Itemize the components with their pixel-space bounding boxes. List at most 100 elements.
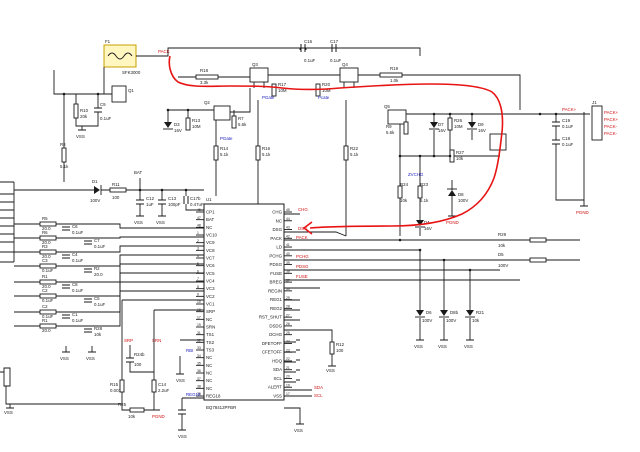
u1-left-pin-name: VC8 xyxy=(206,248,215,253)
u1-right-pin-number: 25 xyxy=(286,331,290,335)
ic-u1[interactable]: U1 BQ78412PFBR xyxy=(203,197,285,410)
resistor-r13[interactable]: R13 10M xyxy=(185,117,201,131)
d9-value: 16V xyxy=(478,128,486,133)
u1-right-pin-number: 26 xyxy=(286,322,290,326)
q1-ref: Q1 xyxy=(128,88,134,93)
u1-right-pin-name: CHG xyxy=(272,210,282,215)
cell-cap-ref: C1 xyxy=(72,312,78,317)
resistor-r12[interactable]: R15 0.001 xyxy=(110,379,125,393)
r21-value: 100 xyxy=(336,348,344,353)
resistor-r10[interactable]: R10 20k xyxy=(73,103,89,119)
connector-j1[interactable]: J1 PACK+ PACK+ PACK- PACK- xyxy=(591,100,619,141)
mosfet-q4[interactable]: Q4 xyxy=(339,62,359,88)
u1-left-pin-name: TS1 xyxy=(206,332,215,337)
resistor-r14[interactable]: R14 5.1k xyxy=(213,145,229,161)
mosfet-q2[interactable]: Q2 xyxy=(204,100,231,121)
cell-cap-ref: R28 xyxy=(94,326,103,331)
cell-resistor[interactable] xyxy=(39,279,57,285)
mosfet-q3[interactable]: Q3 xyxy=(249,62,269,88)
zener-d9[interactable]: D9 16V xyxy=(467,122,486,133)
zener-d6[interactable]: D8b 100V xyxy=(439,310,459,323)
cell-resistor-value: 20.0 xyxy=(42,226,51,231)
fuse-f1[interactable]: F1 SFK3000 xyxy=(103,39,141,75)
vss-ground-bat: VSS VSS xyxy=(134,214,166,225)
zener-d7[interactable]: D7 16V xyxy=(429,122,446,133)
capacitor-c9[interactable]: C9 0.1uF xyxy=(94,102,112,121)
u1-right-pin-name: PDSG xyxy=(270,262,283,267)
resistor-r24b[interactable]: C14 2.2uF xyxy=(151,379,170,393)
cell-resistor[interactable] xyxy=(39,221,57,227)
cell-resistor[interactable] xyxy=(39,249,57,255)
capacitor-c10[interactable]: R24b 100 xyxy=(126,352,145,367)
mosfet-q5[interactable]: Q5 xyxy=(384,104,407,125)
zener-d8b[interactable]: R21 10k xyxy=(465,310,485,323)
capacitor-c16[interactable]: C16 0.1uF xyxy=(299,39,316,63)
d6-value: 100V xyxy=(446,318,456,323)
q4-ref: Q4 xyxy=(342,62,348,67)
r19-value: 1.0k xyxy=(390,78,399,83)
r11-ref: R11 xyxy=(112,182,120,187)
vss-label-ts: VSS xyxy=(176,378,185,383)
u1-right-pin-name: SCL xyxy=(273,376,282,381)
resistor-r17[interactable]: R17 10M xyxy=(271,82,287,97)
u1-left-pin-number: 8 xyxy=(197,285,199,289)
capacitor-c18[interactable]: C18 0.1uF xyxy=(552,136,574,147)
r22-ref: R22 xyxy=(350,146,359,151)
resistor-r18[interactable]: R18 3.3k xyxy=(195,68,219,85)
cell-cap-value: 0.1uF xyxy=(72,288,84,293)
r24b-value: 2.2uF xyxy=(158,388,170,393)
capacitor-c17[interactable]: C17 0.1uF xyxy=(330,39,342,63)
cell-resistor[interactable] xyxy=(39,235,57,241)
vss-label-left: VSS xyxy=(76,134,85,139)
zener-d3[interactable]: D3 16V xyxy=(163,122,182,133)
capacitor-c12[interactable]: C12 1uF xyxy=(136,196,155,207)
mosfet-q1[interactable]: Q1 xyxy=(111,85,134,103)
vss-label-bat-b: VSS xyxy=(156,220,165,225)
cell-resistor[interactable] xyxy=(39,309,57,315)
zener-d8[interactable]: D8 100V xyxy=(447,188,468,203)
resistor-r7[interactable]: R7 5.6k xyxy=(231,115,247,129)
diode-d1[interactable]: D1 100V xyxy=(90,179,102,203)
resistor-r8[interactable]: R8 5.1k xyxy=(60,142,69,169)
cell-resistor[interactable] xyxy=(39,323,57,329)
resistor-r26[interactable]: R26 10M xyxy=(447,117,463,131)
q2-ref: Q2 xyxy=(204,100,210,105)
r13-value: 10M xyxy=(192,124,201,129)
resistor-r9[interactable]: R9 5.6k xyxy=(386,121,409,135)
resistor-r21[interactable]: R12 100 xyxy=(329,341,345,355)
d3-ref: D3 xyxy=(174,122,180,127)
u1-left-pin-number: 3 xyxy=(197,247,199,251)
cell-resistor[interactable] xyxy=(39,293,57,299)
capacitor-c19[interactable]: C19 0.1uF xyxy=(552,118,574,129)
resistor-r22[interactable]: R22 5.1k xyxy=(343,145,359,161)
resistor-r19[interactable]: R19 1.0k xyxy=(379,66,403,83)
cell-resistor[interactable] xyxy=(39,263,57,269)
zener-d4[interactable]: D4 16V xyxy=(415,220,432,231)
mosfet-q6[interactable] xyxy=(489,133,507,151)
u1-right-pin-number: 43 xyxy=(286,226,290,230)
resistor-r11[interactable]: R11 100 xyxy=(109,182,127,200)
u1-left-pin-name: VC4 xyxy=(206,279,215,284)
u1-left-pin-number: 31 xyxy=(197,331,201,335)
u1-right-pin-name: HDQ xyxy=(272,358,282,363)
d8b-ref: R21 xyxy=(476,310,485,315)
c19-value: 0.1uF xyxy=(562,124,574,129)
r27-value: 10k xyxy=(456,156,464,161)
pcate-net-label: Pcate xyxy=(318,95,330,100)
u1-right-pin-name: RST_SHUT xyxy=(259,315,282,320)
pgate-net-label: PGate xyxy=(262,95,275,100)
zener-d5[interactable]: D6 100V xyxy=(415,310,432,323)
u1-right-pin-number: 45 xyxy=(286,208,290,212)
u1-left-pin-name: NC xyxy=(206,225,212,230)
u1-left-pin-number: 17 xyxy=(197,316,201,320)
r20-value: 10M xyxy=(322,88,331,93)
resistor-r16[interactable]: R16 5.1k xyxy=(255,145,271,161)
u1-right-pin-name: DSG xyxy=(272,227,282,232)
capacitor-c13[interactable]: C13 100pF xyxy=(158,196,181,207)
u1-right-pin-name: PACK xyxy=(270,236,282,241)
resistor-r27[interactable]: R27 10k xyxy=(449,149,465,163)
capacitor-c17b[interactable]: C17b 0.47uF xyxy=(183,196,204,207)
capacitor-c14[interactable] xyxy=(178,409,186,415)
